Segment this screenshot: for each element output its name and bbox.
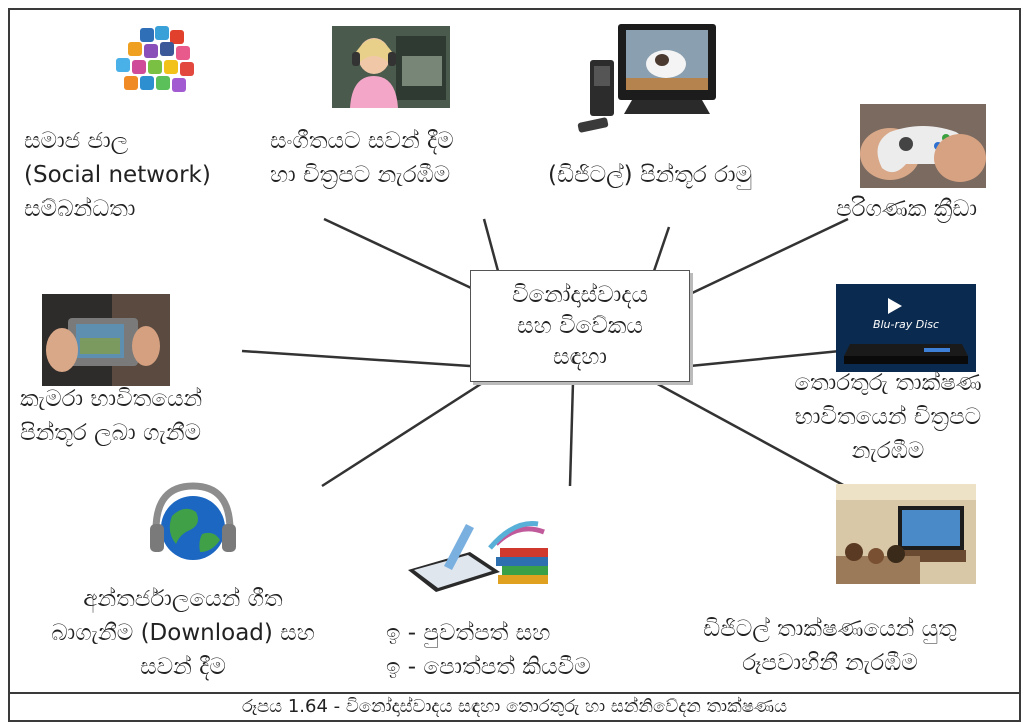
label-games: පරිගණක ක්‍රීඩා [836,192,977,226]
girl-headphones-photo [332,26,450,108]
label-bluray: තොරතුරු තාක්ෂණ භාවිතයෙන් චිත්‍රපට නැරඹීම [770,366,1006,468]
center-topic-box: විනෝදාස්වාදය සහ විවේකය සඳහා [470,270,690,382]
center-line-3: සඳහා [553,343,607,370]
connector-camera [241,349,471,368]
label-social-line-3: සම්බන්ධතා [24,196,136,222]
digital-photo-frame-photo [577,24,716,133]
label-download: අන්තර්ජාලයෙන් ගීත බාගැනීම (Download) සහ … [18,582,348,684]
figure-caption: රූපය 1.64 - විනෝදාස්වාදය සඳහා තොරතුරු හා… [8,694,1021,722]
connector-tv [653,380,846,488]
connector-social [323,217,485,296]
family-tv-photo [836,484,976,584]
connector-frame [652,226,671,272]
label-music-line-2: හා චිත්‍රපට නැරඹීම [270,162,451,188]
label-frame: (ඩිජිටල්) පින්තූර රාමු [548,158,752,192]
label-frame-line-1: (ඩිජිටල්) පින්තූර රාමු [548,162,753,188]
blu-ray-player-photo: Blu-ray Disc [836,284,976,372]
connector-games [689,217,849,296]
label-games-line-1: පරිගණක ක්‍රීඩා [836,196,978,222]
globe-headphones-icon [150,482,236,560]
label-ebooks-line-2: ඉ - පොත්පත් කියවීම [386,654,591,680]
tablet-books-photo [408,521,548,592]
label-music-line-1: සංගීතයට සවන් දීම [270,128,454,154]
label-download-line-1: අන්තර්ජාලයෙන් ගීත [83,586,283,612]
label-camera: කැමරා භාවිතයෙන් පින්තූර ලබා ගැනීම [20,382,202,450]
label-download-line-2: බාගැනීම (Download) සහ [51,620,315,646]
label-tv-line-2: රූපවාහිනී නැරඹීම [742,650,918,676]
camera-photo [42,294,170,386]
center-line-2: සහ විවේකය [517,312,643,339]
label-bluray-line-2: භාවිතයෙන් චිත්‍රපට [794,404,982,430]
label-bluray-line-3: නැරඹීම [851,438,925,464]
social-media-cloud-icon [116,26,194,92]
label-bluray-line-1: තොරතුරු තාක්ෂණ [794,370,982,396]
center-line-1: විනෝදාස්වාදය [511,281,649,308]
label-download-line-3: සවන් දීම [140,654,226,680]
label-tv-line-1: ඩිජිටල් තාක්ෂණයෙන් යුතු [703,616,957,642]
diagram-frame [8,8,1021,694]
label-tv: ඩිජිටල් තාක්ෂණයෙන් යුතු රූපවාහිනී නැරඹීම [660,612,1000,680]
connector-ebooks [568,381,575,487]
connector-download [321,380,485,488]
label-ebooks-line-1: ඉ - පුවත්පත් සහ [386,620,551,646]
label-camera-line-1: කැමරා භාවිතයෙන් [20,386,203,412]
game-controller-photo [860,104,986,188]
connector-bluray [689,349,841,368]
label-music: සංගීතයට සවන් දීම හා චිත්‍රපට නැරඹීම [270,124,454,192]
label-social: සමාජ ජාල (Social network) සම්බන්ධතා [24,124,211,226]
label-camera-line-2: පින්තූර ලබා ගැනීම [20,420,202,446]
connector-music [482,218,500,272]
bluray-brand: Blu-ray Disc [873,318,939,331]
label-social-line-2: (Social network) [24,162,211,188]
label-ebooks: ඉ - පුවත්පත් සහ ඉ - පොත්පත් කියවීම [386,616,591,684]
label-social-line-1: සමාජ ජාල [24,128,129,154]
